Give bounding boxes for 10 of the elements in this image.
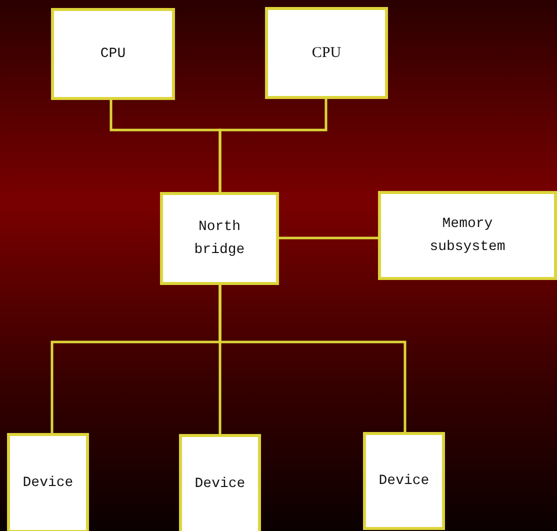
component-box: Device (7, 433, 89, 531)
component-box: Device (179, 434, 261, 531)
component-box: Memory subsystem (378, 191, 557, 280)
connector-line (218, 285, 406, 432)
component-box: North bridge (160, 192, 279, 285)
connector-line (218, 99, 328, 192)
component-box: CPU (265, 7, 388, 99)
component-box: Device (363, 432, 445, 530)
connector-line (279, 236, 378, 240)
component-box: CPU (51, 8, 175, 100)
